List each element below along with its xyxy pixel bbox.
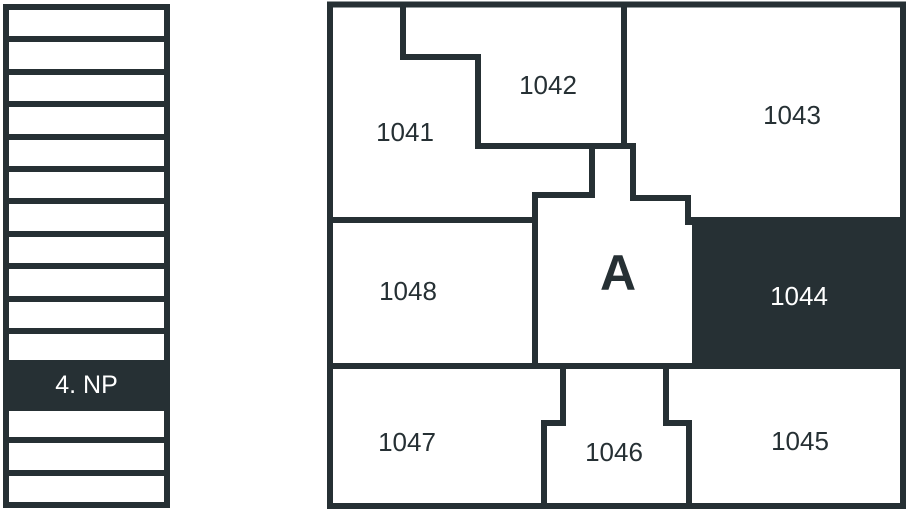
floor-row[interactable] xyxy=(9,301,164,329)
wall-1046-1045 xyxy=(663,366,692,506)
floor-row[interactable] xyxy=(9,475,164,502)
core-a-label: A xyxy=(600,245,636,301)
unit-1044-label[interactable]: 1044 xyxy=(770,281,828,311)
floor-row[interactable] xyxy=(9,269,164,296)
floor-label: 4. NP xyxy=(55,371,118,400)
floor-row[interactable] xyxy=(9,139,164,167)
floor-row[interactable] xyxy=(9,236,164,264)
floor-row[interactable] xyxy=(9,204,164,231)
unit-1043-label[interactable]: 1043 xyxy=(763,100,821,130)
floor-row[interactable] xyxy=(9,410,164,438)
floor-row[interactable] xyxy=(9,107,164,134)
unit-1047-label[interactable]: 1047 xyxy=(378,427,436,457)
unit-1044-area[interactable] xyxy=(692,220,903,366)
floor-row[interactable] xyxy=(9,74,164,102)
floor-row[interactable] xyxy=(9,42,164,69)
floor-row[interactable] xyxy=(9,172,164,199)
floor-selector: 4. NP xyxy=(3,4,170,508)
floor-row[interactable] xyxy=(9,443,164,470)
unit-1042-label[interactable]: 1042 xyxy=(519,70,577,100)
unit-1041-label[interactable]: 1041 xyxy=(376,117,434,147)
wall-1047-1046 xyxy=(541,366,566,506)
wall-1041-1042 xyxy=(400,4,592,149)
plan-outline xyxy=(327,1,906,509)
floor-row-selected[interactable]: 4. NP xyxy=(3,366,170,405)
unit-1048-label[interactable]: 1048 xyxy=(379,276,437,306)
floor-row[interactable] xyxy=(9,334,164,361)
floor-row[interactable] xyxy=(9,10,164,37)
unit-1046-label[interactable]: 1046 xyxy=(585,437,643,467)
unit-1045-label[interactable]: 1045 xyxy=(771,426,829,456)
